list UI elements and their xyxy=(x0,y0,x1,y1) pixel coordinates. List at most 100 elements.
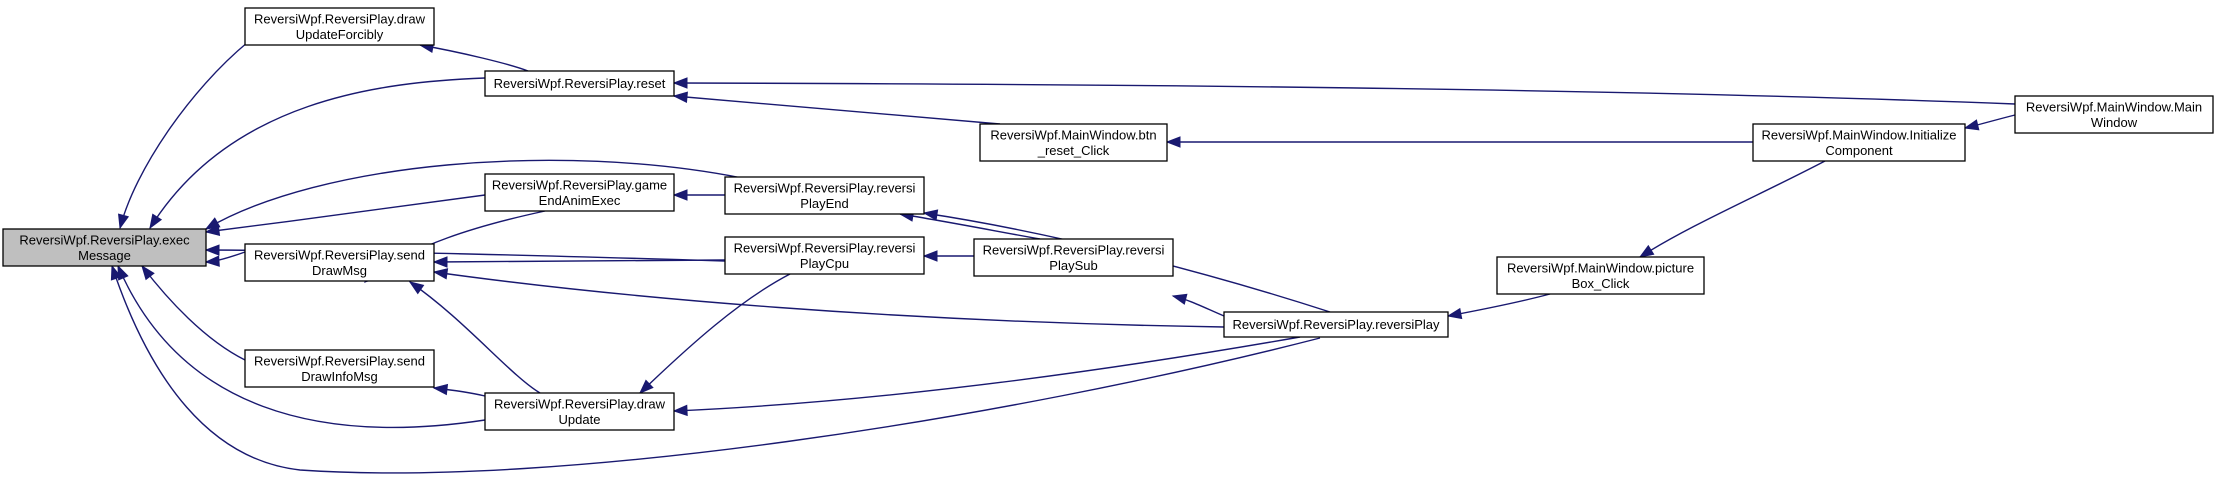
node-label-line: UpdateForcibly xyxy=(296,27,384,42)
arrow-head-icon xyxy=(141,264,155,281)
node-label-line: ReversiWpf.ReversiPlay.reversi xyxy=(983,242,1165,257)
edge-btnResetClick-to-reset xyxy=(672,91,1001,125)
edge-reversiPlaySub-to-reversiPlayEnd xyxy=(898,210,1041,240)
node-label-line: ReversiWpf.MainWindow.picture xyxy=(1507,260,1694,275)
node-box[interactable] xyxy=(1223,311,1449,338)
edge-reversiPlayCpu-to-drawUpdate xyxy=(638,273,791,394)
arrow-head-icon xyxy=(117,264,129,281)
node-box[interactable] xyxy=(484,70,675,97)
node-initializeComponent[interactable]: ReversiWpf.MainWindow.InitializeComponen… xyxy=(1752,123,1966,162)
arrow-head-icon xyxy=(204,244,220,256)
node-label-line: PlaySub xyxy=(1049,258,1097,273)
edge-line xyxy=(673,336,1301,412)
node-box[interactable] xyxy=(1752,123,1966,162)
arrow-head-icon xyxy=(922,209,939,221)
edge-line xyxy=(141,265,246,361)
arrow-head-icon xyxy=(922,250,938,262)
edge-reversiPlaySub-to-reversiPlayCpu xyxy=(922,250,975,262)
node-box[interactable] xyxy=(724,236,925,275)
node-box[interactable] xyxy=(244,349,435,388)
node-box[interactable] xyxy=(979,123,1168,162)
node-label-line: ReversiWpf.ReversiPlay.reversi xyxy=(734,240,916,255)
arrow-head-icon xyxy=(204,255,220,267)
arrow-head-icon xyxy=(204,224,221,236)
node-label-line: Message xyxy=(78,248,131,263)
arrow-head-icon xyxy=(672,404,688,417)
node-box[interactable] xyxy=(484,173,675,212)
node-label-line: ReversiWpf.ReversiPlay.send xyxy=(254,247,425,262)
edge-line xyxy=(433,259,726,263)
node-label-line: ReversiWpf.ReversiPlay.reversi xyxy=(734,180,916,195)
node-mainWindow[interactable]: ReversiWpf.MainWindow.MainWindow xyxy=(2014,95,2214,134)
edge-drawUpdate-to-execMessage xyxy=(117,264,486,429)
edge-line xyxy=(205,159,743,230)
edge-sendDrawMsg-to-execMessage xyxy=(204,251,246,267)
arrow-head-icon xyxy=(1446,307,1463,320)
node-label-line: Component xyxy=(1825,143,1893,158)
node-label-line: ReversiWpf.MainWindow.btn xyxy=(990,127,1156,142)
node-btnResetClick[interactable]: ReversiWpf.MainWindow.btn_reset_Click xyxy=(979,123,1168,162)
node-label-line: DrawMsg xyxy=(312,263,367,278)
edge-reversiPlay-to-execMessage xyxy=(110,264,1321,474)
node-box[interactable] xyxy=(973,238,1174,277)
node-reset[interactable]: ReversiWpf.ReversiPlay.reset xyxy=(484,70,675,97)
edge-line xyxy=(205,194,486,233)
edge-reversiPlay-to-drawUpdate xyxy=(672,336,1301,417)
edge-line xyxy=(673,95,1001,125)
edge-reversiPlay-to-reversiPlaySub xyxy=(1171,293,1225,317)
node-label-line: Window xyxy=(2091,115,2138,130)
node-label-line: _reset_Click xyxy=(1037,143,1110,158)
edge-line xyxy=(673,82,2016,105)
edge-drawUpdate-to-sendDrawInfoMsg xyxy=(432,383,486,397)
arrow-head-icon xyxy=(1963,119,1980,131)
node-box[interactable] xyxy=(484,392,675,431)
edge-reset-to-drawUpdateForcibly xyxy=(418,41,529,72)
edge-line xyxy=(639,273,791,394)
node-label-line: ReversiWpf.ReversiPlay.reset xyxy=(494,76,666,91)
arrow-head-icon xyxy=(110,264,122,281)
arrow-head-icon xyxy=(672,91,688,103)
edge-drawUpdate-to-sendDrawMsg xyxy=(408,281,541,394)
node-box[interactable] xyxy=(244,7,435,46)
arrow-head-icon xyxy=(408,281,425,295)
node-label-line: DrawInfoMsg xyxy=(301,369,378,384)
node-box[interactable] xyxy=(724,176,925,215)
node-label-line: ReversiWpf.ReversiPlay.send xyxy=(254,353,425,368)
node-label-line: ReversiWpf.ReversiPlay.reversiPlay xyxy=(1232,317,1440,332)
edge-drawUpdateForcibly-to-execMessage xyxy=(118,41,249,230)
edge-line xyxy=(1639,160,1826,258)
edge-reset-to-execMessage xyxy=(149,77,486,230)
edge-line xyxy=(111,265,1321,474)
node-box[interactable] xyxy=(2,228,207,267)
edge-line xyxy=(433,271,1225,328)
edge-reversiPlayEnd-to-gameEndAnimExec xyxy=(672,189,725,201)
node-box[interactable] xyxy=(2014,95,2214,134)
node-label-line: Update xyxy=(559,412,601,427)
arrow-head-icon xyxy=(432,256,448,268)
edge-line xyxy=(899,213,1041,240)
edge-line xyxy=(117,265,486,429)
arrow-head-icon xyxy=(638,379,654,394)
node-label-line: ReversiWpf.ReversiPlay.draw xyxy=(494,396,666,411)
edge-initializeComponent-to-btnResetClick xyxy=(1165,136,1753,148)
edge-initializeComponent-to-pictureBoxClick xyxy=(1638,160,1826,258)
edge-mainWindow-to-initializeComponent xyxy=(1963,114,2016,131)
node-box[interactable] xyxy=(244,243,435,282)
edge-gameEndAnimExec-to-execMessage xyxy=(204,194,486,236)
node-box[interactable] xyxy=(1496,256,1705,295)
node-label-line: ReversiWpf.MainWindow.Main xyxy=(2026,99,2202,114)
nodes-layer: ReversiWpf.ReversiPlay.execMessageRevers… xyxy=(2,7,2214,431)
edge-mainWindow-to-reset xyxy=(672,77,2016,105)
node-drawUpdateForcibly[interactable]: ReversiWpf.ReversiPlay.drawUpdateForcibl… xyxy=(244,7,435,46)
arrow-head-icon xyxy=(432,383,449,396)
node-reversiPlay[interactable]: ReversiWpf.ReversiPlay.reversiPlay xyxy=(1223,311,1449,338)
